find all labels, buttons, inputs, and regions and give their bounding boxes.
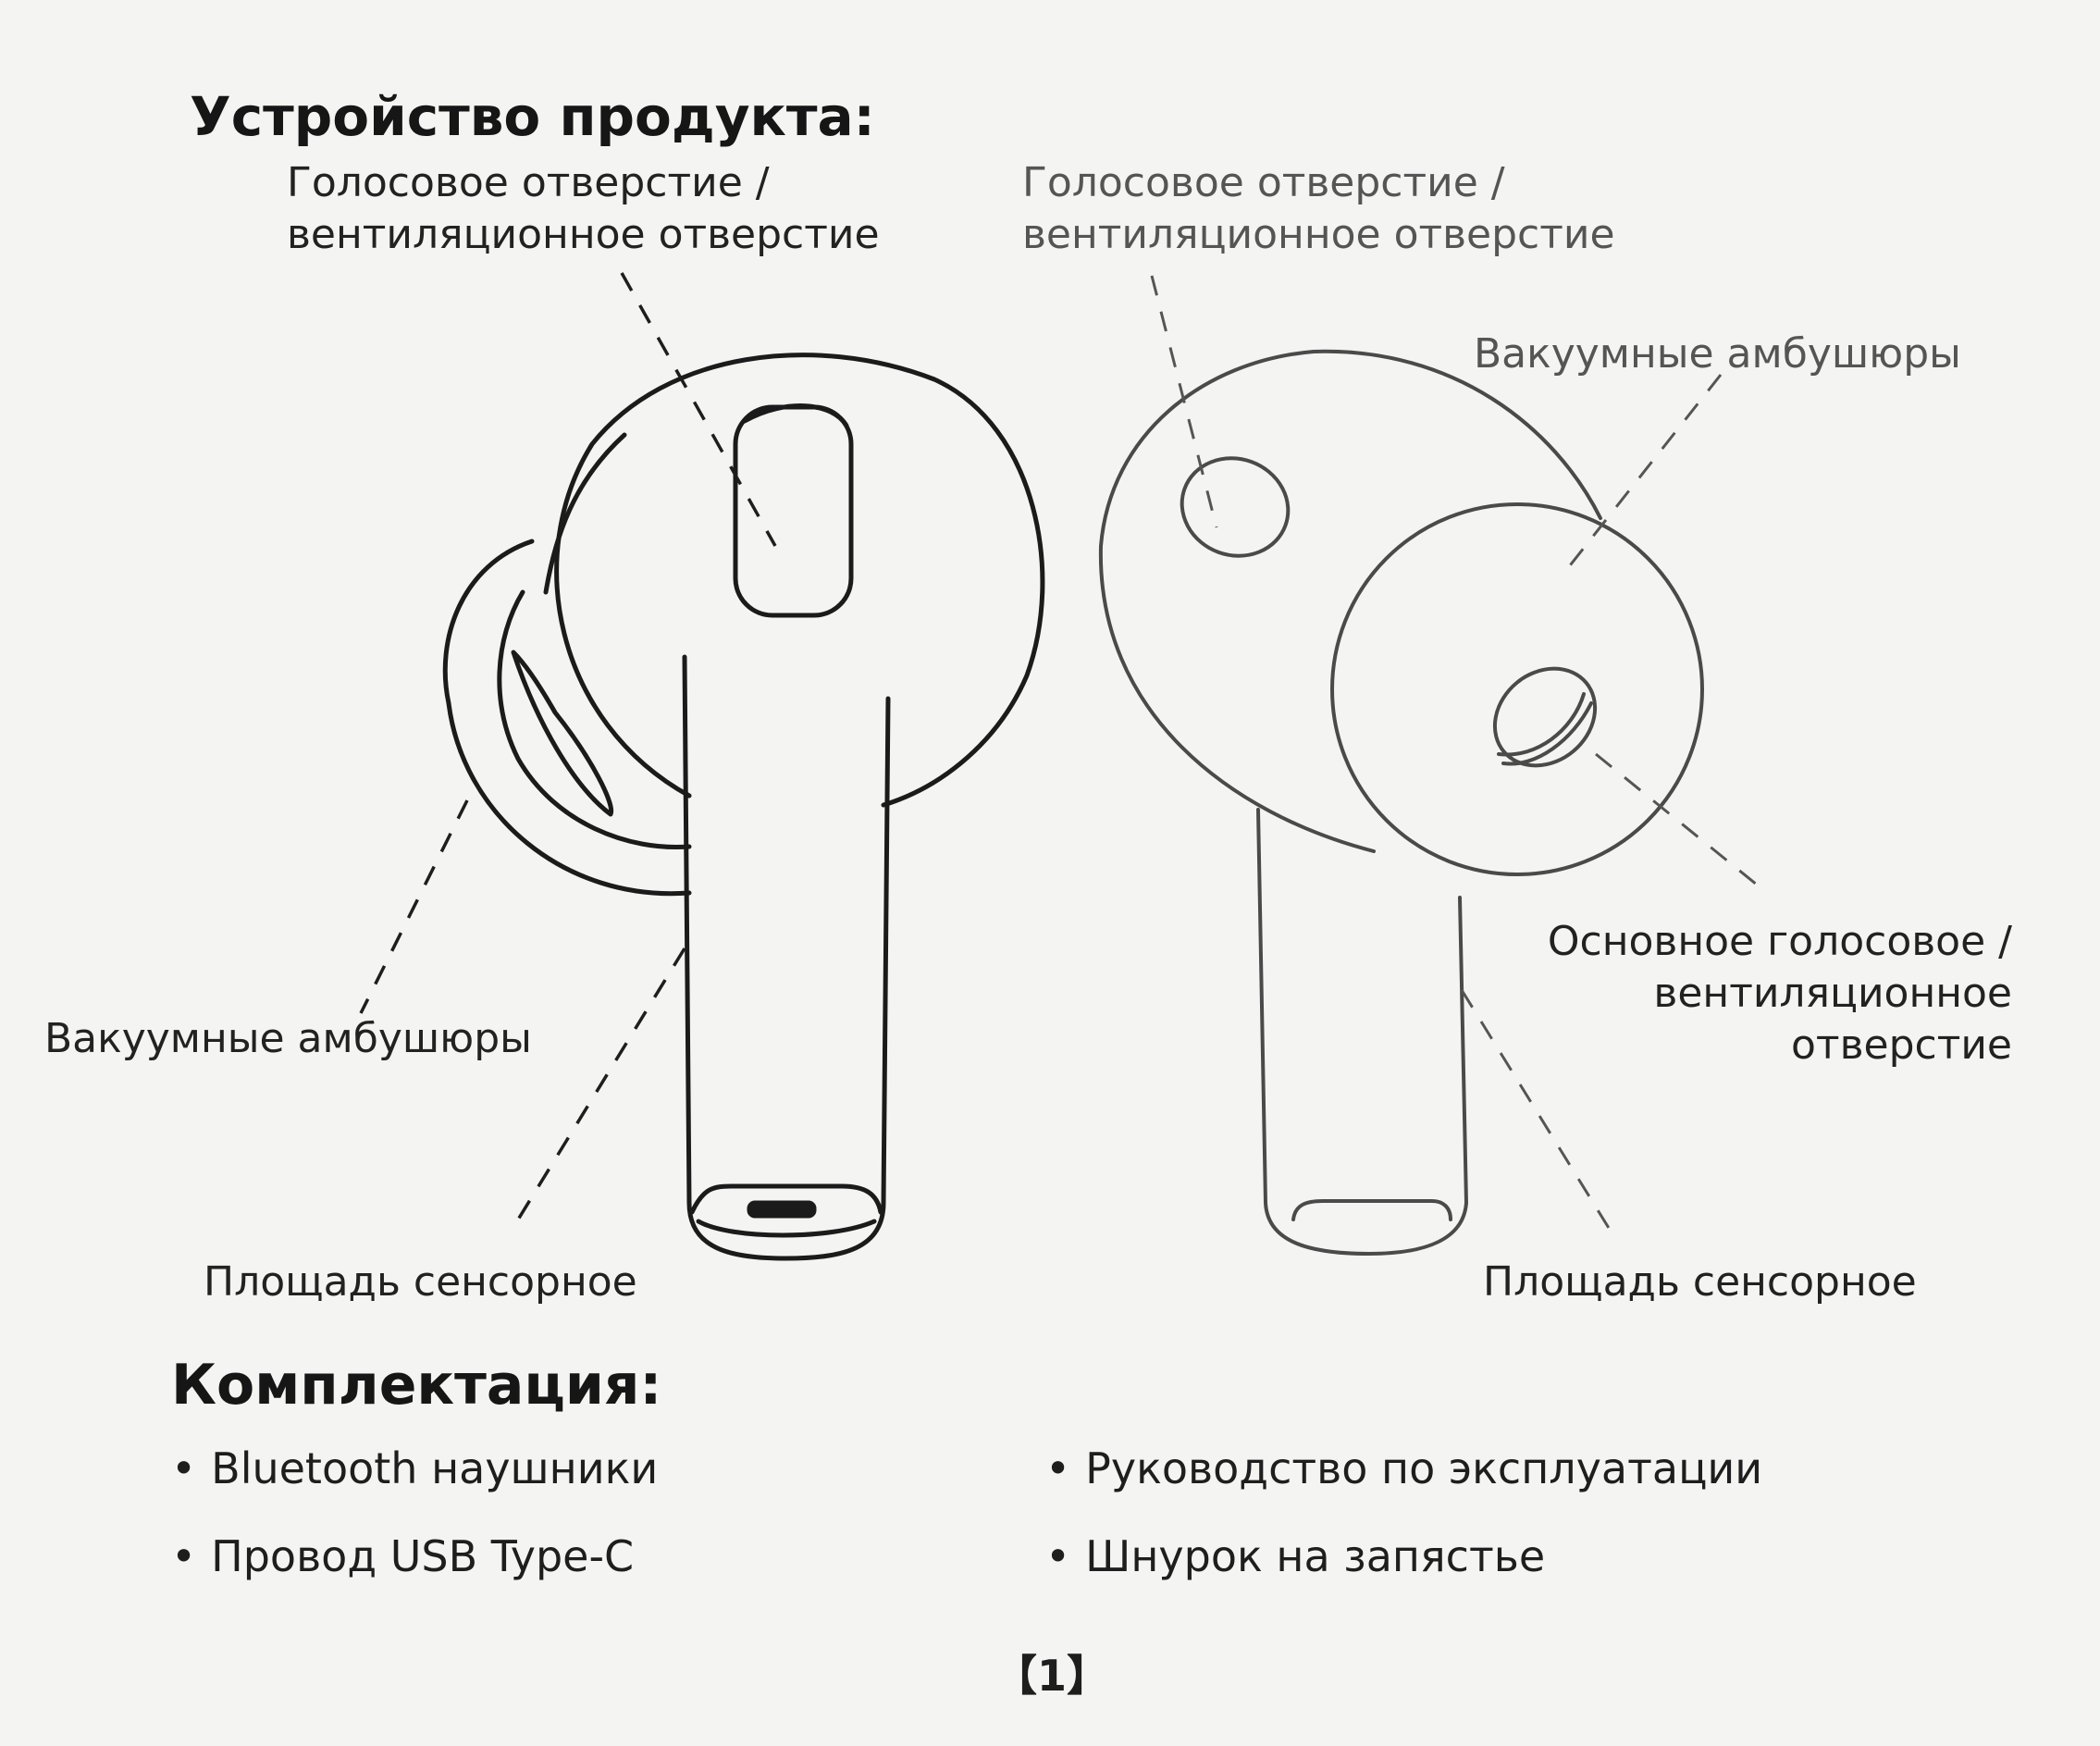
package-contents-title: Комплектация: [171,1353,662,1418]
earbud-left-icon [442,353,1045,1261]
list-item: • Bluetooth наушники [171,1443,658,1493]
earbud-right-icon [1098,349,1704,1256]
product-structure-title: Устройство продукта: [190,85,875,148]
right-main-vent-line3: отверстие [1791,1022,2012,1069]
right-main-vent-label: Основное голосовое / вентиляционное отве… [1548,916,2012,1071]
bullet-icon: • [1045,1531,1071,1581]
right-main-vent-line1: Основное голосовое / [1547,918,2012,965]
list-item-text: Bluetooth наушники [211,1443,659,1493]
left-voice-vent-label: Голосовое отверстие / вентиляционное отв… [287,157,880,261]
list-item-text: Провод USB Type-C [211,1531,635,1581]
right-voice-vent-line2: вентиляционное отверстие [1022,211,1615,258]
list-item-text: Руководство по эксплуатации [1085,1443,1763,1493]
left-voice-vent-line1: Голосовое отверстие / [287,159,770,206]
right-ear-tips-label: Вакуумные амбушюры [1474,330,1961,378]
leader-lines-right [1150,275,1768,1233]
right-main-vent-line2: вентиляционное [1653,970,2012,1017]
left-ear-tips-label: Вакуумные амбушюры [44,1015,532,1062]
list-item: • Шнурок на запястье [1045,1531,1545,1581]
list-item-text: Шнурок на запястье [1085,1531,1546,1581]
list-item: • Провод USB Type-C [171,1531,634,1581]
right-touch-area-label: Площадь сенсорное [1483,1258,1917,1306]
left-touch-area-label: Площадь сенсорное [204,1258,637,1306]
left-voice-vent-line2: вентиляционное отверстие [287,211,880,258]
bullet-icon: • [171,1443,197,1493]
right-voice-vent-line1: Голосовое отверстие / [1022,159,1505,206]
page-number: 【1】 [994,1651,1110,1701]
bullet-icon: • [171,1531,197,1581]
leader-lines [359,272,777,1220]
list-item: • Руководство по эксплуатации [1045,1443,1762,1493]
right-voice-vent-label: Голосовое отверстие / вентиляционное отв… [1022,157,1615,261]
bullet-icon: • [1045,1443,1071,1493]
